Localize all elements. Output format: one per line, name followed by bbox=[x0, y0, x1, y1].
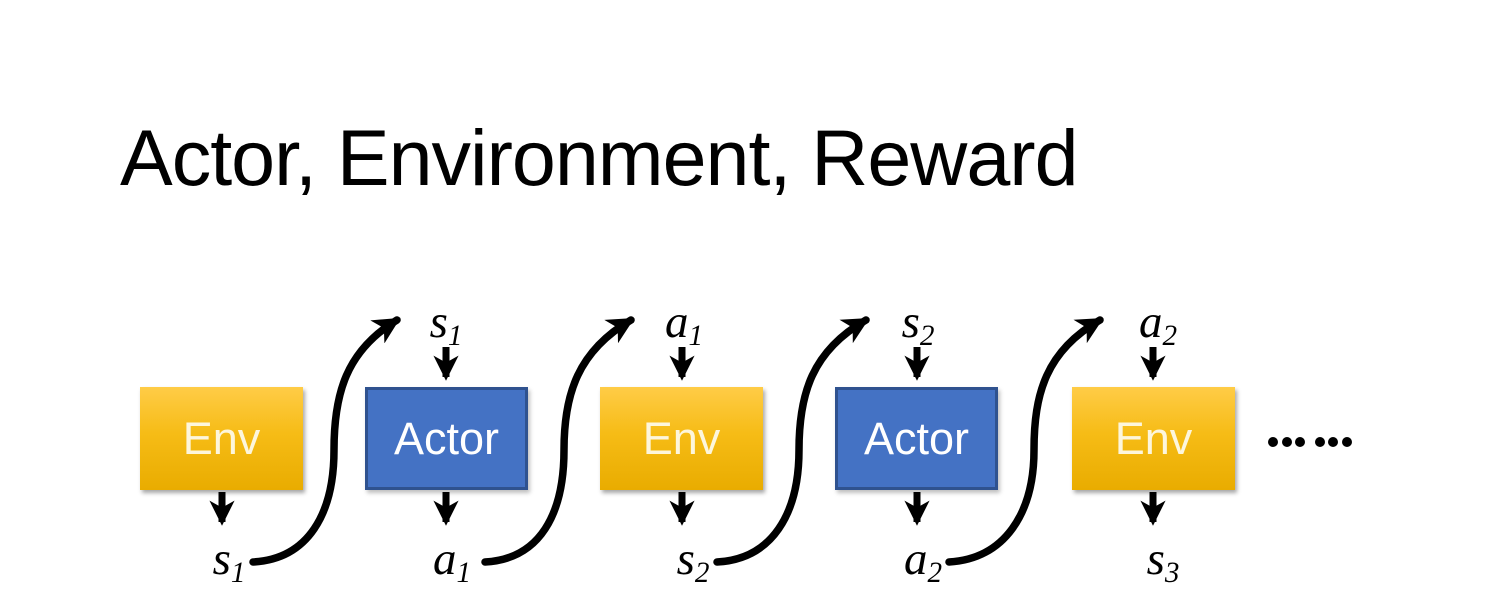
env-box-1: Env bbox=[140, 387, 303, 490]
top-label-s1-base: s bbox=[429, 296, 448, 348]
env-box-1-label: Env bbox=[182, 412, 261, 464]
top-label-a2: a2 bbox=[1138, 296, 1177, 351]
top-label-a2-sub: 2 bbox=[1162, 320, 1178, 353]
env-box-2-label: Env bbox=[642, 412, 721, 464]
bottom-label-a2: a2 bbox=[903, 533, 942, 588]
actor-box-1-label: Actor bbox=[393, 412, 500, 464]
bottom-label-s2-sub: 2 bbox=[694, 557, 710, 590]
ellipsis-dot bbox=[1295, 437, 1305, 447]
bottom-label-s2-base: s bbox=[676, 533, 695, 585]
env-box-2: Env bbox=[600, 387, 763, 490]
top-label-s2: s2 bbox=[901, 296, 935, 351]
top-label-s1-sub: 1 bbox=[447, 320, 463, 353]
ellipsis-dot bbox=[1314, 437, 1325, 447]
curved-arrow-s2-to-actor2 bbox=[713, 316, 870, 566]
bottom-label-s3-base: s bbox=[1146, 533, 1165, 585]
bottom-label-a1-base: a bbox=[432, 533, 457, 585]
top-label-s2-sub: 2 bbox=[919, 320, 935, 353]
actor-box-1: Actor bbox=[365, 387, 528, 490]
top-label-a1-sub: 1 bbox=[688, 320, 704, 353]
top-label-s1: s1 bbox=[429, 296, 463, 351]
ellipsis-dot bbox=[1328, 437, 1338, 447]
ellipsis-dots bbox=[1268, 437, 1355, 447]
actor-box-2: Actor bbox=[835, 387, 998, 490]
top-label-a2-base: a bbox=[1138, 296, 1163, 348]
env-box-3-label: Env bbox=[1114, 412, 1193, 464]
bottom-label-a2-base: a bbox=[903, 533, 928, 585]
curved-arrow-s1-to-actor1 bbox=[249, 316, 401, 566]
env-box-3: Env bbox=[1072, 387, 1235, 490]
ellipsis-dot bbox=[1268, 437, 1278, 447]
top-label-a1-base: a bbox=[664, 296, 689, 348]
curved-arrow-a2-to-env3 bbox=[945, 316, 1104, 566]
bottom-label-s3-sub: 3 bbox=[1164, 557, 1180, 590]
bottom-label-s1: s1 bbox=[212, 533, 246, 588]
bottom-label-a1: a1 bbox=[432, 533, 471, 588]
bottom-label-s1-base: s bbox=[212, 533, 231, 585]
bottom-label-s2: s2 bbox=[676, 533, 710, 588]
bottom-label-s3: s3 bbox=[1146, 533, 1180, 588]
bottom-label-s1-sub: 1 bbox=[230, 557, 246, 590]
slide-title: Actor, Environment, Reward bbox=[120, 113, 1079, 202]
bottom-label-a1-sub: 1 bbox=[456, 557, 472, 590]
ellipsis-dot bbox=[1341, 437, 1352, 447]
top-label-s2-base: s bbox=[901, 296, 920, 348]
top-label-a1: a1 bbox=[664, 296, 703, 351]
bottom-label-a2-sub: 2 bbox=[927, 557, 943, 590]
actor-box-2-label: Actor bbox=[863, 412, 970, 464]
ellipsis-dot bbox=[1281, 437, 1292, 447]
curved-arrow-a1-to-env2 bbox=[481, 316, 635, 566]
